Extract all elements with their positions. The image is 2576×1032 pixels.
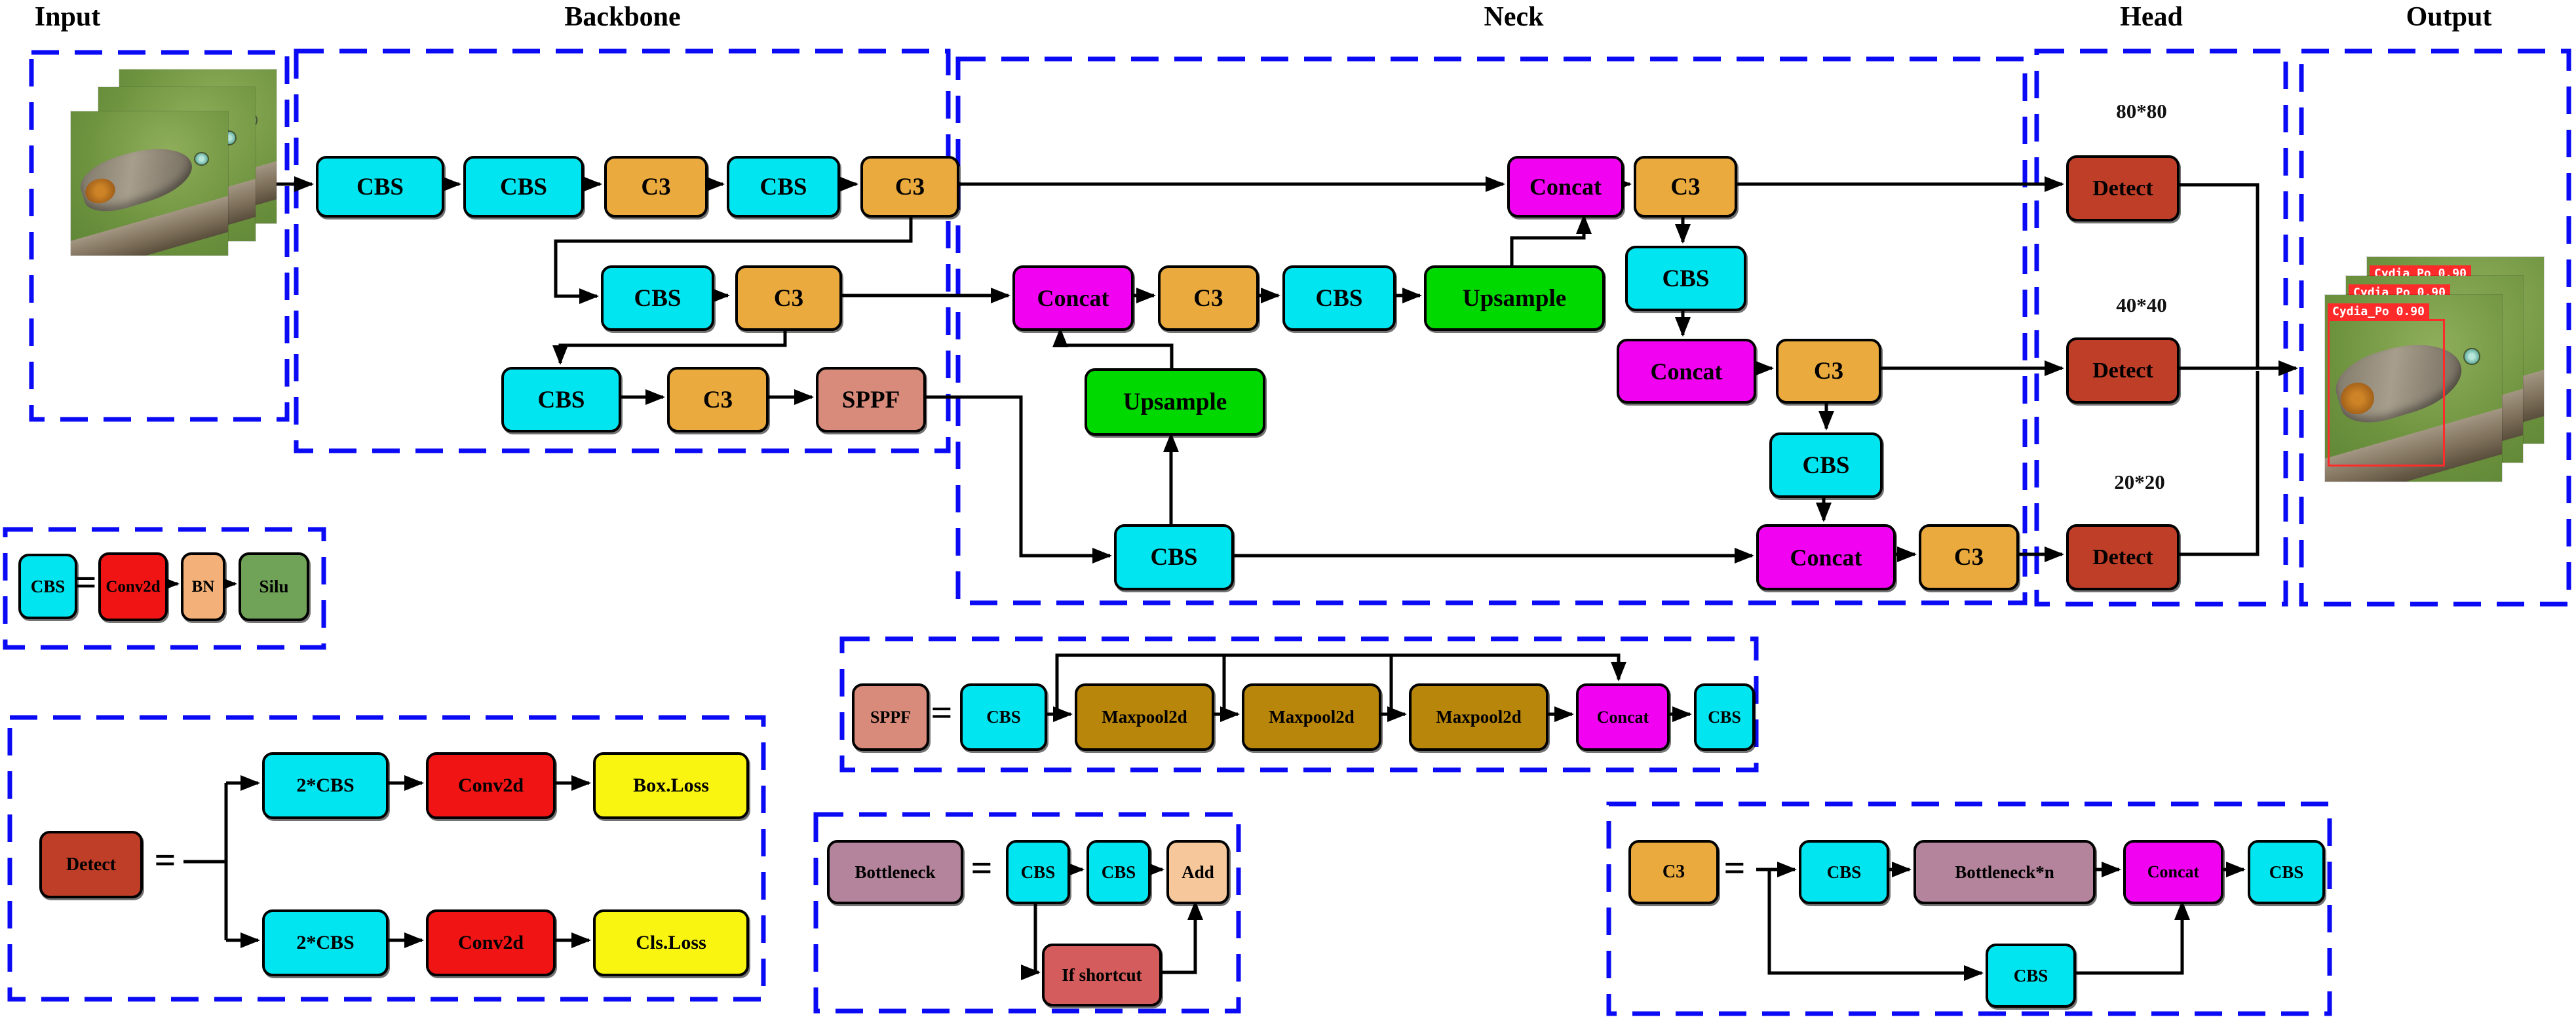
section-title-input: Input <box>34 2 101 32</box>
node-bb-cbs4: CBS <box>601 265 714 331</box>
edge-15 <box>1052 328 1174 368</box>
backbone-panel-border <box>294 48 951 453</box>
node-lg-conv2d-top: Conv2d <box>426 752 556 819</box>
edge-9 <box>552 326 787 365</box>
input-panel-border <box>29 50 290 422</box>
node-head-detect-40: Detect <box>2066 337 2180 404</box>
node-nk-concat4: Concat <box>1756 524 1896 590</box>
edge-54 <box>1157 900 1203 974</box>
edge-32 <box>2174 371 2259 556</box>
moth-eye <box>2465 349 2479 364</box>
node-lg-conv2d-bot: Conv2d <box>426 909 556 976</box>
node-bb-c3-1: C3 <box>604 156 708 218</box>
head-scale-20x20: 20*20 <box>2114 470 2165 493</box>
node-lg-bn-cbs1: CBS <box>1006 840 1070 904</box>
section-title-backbone: Backbone <box>564 2 681 32</box>
node-lg-bottleneck: Bottleneck <box>827 840 963 904</box>
node-bb-cbs3: CBS <box>727 156 840 218</box>
node-lg-c3-cbs1: CBS <box>1799 840 1889 904</box>
node-lg-boxloss: Box.Loss <box>593 752 749 819</box>
cbs-equals: = <box>75 560 97 603</box>
edge-53 <box>1021 899 1041 980</box>
node-bb-cbs5: CBS <box>501 367 621 432</box>
node-lg-detect: Detect <box>39 831 143 898</box>
sppf-legend-panel-border <box>839 636 1759 773</box>
node-lg-c3-cbs3: CBS <box>1986 944 2076 1008</box>
node-lg-ifshortcut: If shortcut <box>1042 944 1162 1006</box>
detect-legend-panel-border <box>7 715 766 1002</box>
section-title-head: Head <box>2120 2 2183 32</box>
node-bb-sppf: SPPF <box>816 367 926 432</box>
node-nk-concat2: Concat <box>1012 265 1134 331</box>
node-lg-sppf-concat: Concat <box>1576 683 1670 751</box>
node-lg-sppf-cbs1: CBS <box>960 683 1047 751</box>
node-lg-bn-cbs2: CBS <box>1086 840 1151 904</box>
section-title-output: Output <box>2406 2 2492 32</box>
node-bb-c3-4: C3 <box>667 367 769 432</box>
node-lg-conv2d: Conv2d <box>98 552 168 621</box>
edge-48 <box>1055 653 1626 713</box>
edge-19 <box>1510 214 1592 265</box>
node-lg-2cbs-top: 2*CBS <box>262 752 389 819</box>
node-lg-c3-cbs2: CBS <box>2248 840 2325 904</box>
node-nk-c3-8: C3 <box>1919 524 2019 590</box>
node-bb-c3-2: C3 <box>860 156 959 218</box>
bottleneck-equals: = <box>971 846 993 889</box>
node-lg-c3: C3 <box>1628 840 1719 904</box>
node-nk-upsample1: Upsample <box>1085 368 1265 436</box>
c3-legend-panel-border <box>1606 801 2332 1016</box>
node-bb-cbs1: CBS <box>316 156 444 218</box>
head-panel-border <box>2034 48 2288 607</box>
node-lg-maxpool1: Maxpool2d <box>1075 683 1214 751</box>
node-lg-c3-concat: Concat <box>2123 840 2223 904</box>
sppf-equals: = <box>931 691 953 734</box>
node-lg-add: Add <box>1166 840 1229 904</box>
node-lg-bottleneck-n: Bottleneck*n <box>1913 840 2096 904</box>
moth-graphic <box>75 136 199 220</box>
node-nk-upsample2: Upsample <box>1424 265 1605 331</box>
node-lg-cbs: CBS <box>18 554 77 619</box>
moth-eye <box>195 153 208 165</box>
edge-59 <box>1767 870 1984 981</box>
detection-bounding-box: Cydia_Po 0.90 <box>2328 303 2445 467</box>
node-nk-cbs7: CBS <box>1625 246 1746 311</box>
node-nk-concat1: Concat <box>1507 156 1624 218</box>
head-scale-80x80: 80*80 <box>2116 100 2167 123</box>
node-nk-c3-7: C3 <box>1776 339 1881 404</box>
node-lg-sppf-cbs2: CBS <box>1694 683 1755 751</box>
node-lg-sppf: SPPF <box>852 683 929 751</box>
node-lg-2cbs-bot: 2*CBS <box>262 909 389 976</box>
neck-panel-border <box>955 56 2028 605</box>
edge-30 <box>2174 183 2259 367</box>
detect-equals: = <box>154 838 176 881</box>
output-image-2: Cydia_Po 0.90 <box>2325 295 2502 482</box>
output-panel-border <box>2299 48 2571 607</box>
node-nk-cbs6: CBS <box>1282 265 1396 331</box>
node-nk-c3-5: C3 <box>1158 265 1259 331</box>
node-nk-concat3: Concat <box>1617 339 1756 404</box>
edge-12 <box>921 395 1112 564</box>
node-bb-c3-3: C3 <box>735 265 842 331</box>
node-lg-silu: Silu <box>239 552 309 621</box>
input-image-2 <box>71 111 228 256</box>
node-head-detect-80: Detect <box>2066 155 2180 221</box>
c3-equals: = <box>1723 846 1746 889</box>
bottleneck-legend-panel-border <box>813 812 1241 1014</box>
section-title-neck: Neck <box>1484 2 1544 32</box>
node-lg-maxpool2: Maxpool2d <box>1242 683 1381 751</box>
node-lg-clsloss: Cls.Loss <box>593 909 749 976</box>
node-nk-cbs8: CBS <box>1769 432 1883 498</box>
node-head-detect-20: Detect <box>2066 524 2180 590</box>
edge-6 <box>554 212 913 304</box>
head-scale-40x40: 40*40 <box>2116 294 2167 316</box>
node-lg-maxpool3: Maxpool2d <box>1409 683 1548 751</box>
node-bb-cbs2: CBS <box>463 156 584 218</box>
edge-60 <box>2071 900 2190 975</box>
node-nk-c3-6: C3 <box>1634 156 1737 218</box>
node-lg-bn: BN <box>181 552 225 621</box>
detection-label: Cydia_Po 0.90 <box>2328 303 2429 320</box>
node-nk-cbs-bottom: CBS <box>1114 524 1234 590</box>
